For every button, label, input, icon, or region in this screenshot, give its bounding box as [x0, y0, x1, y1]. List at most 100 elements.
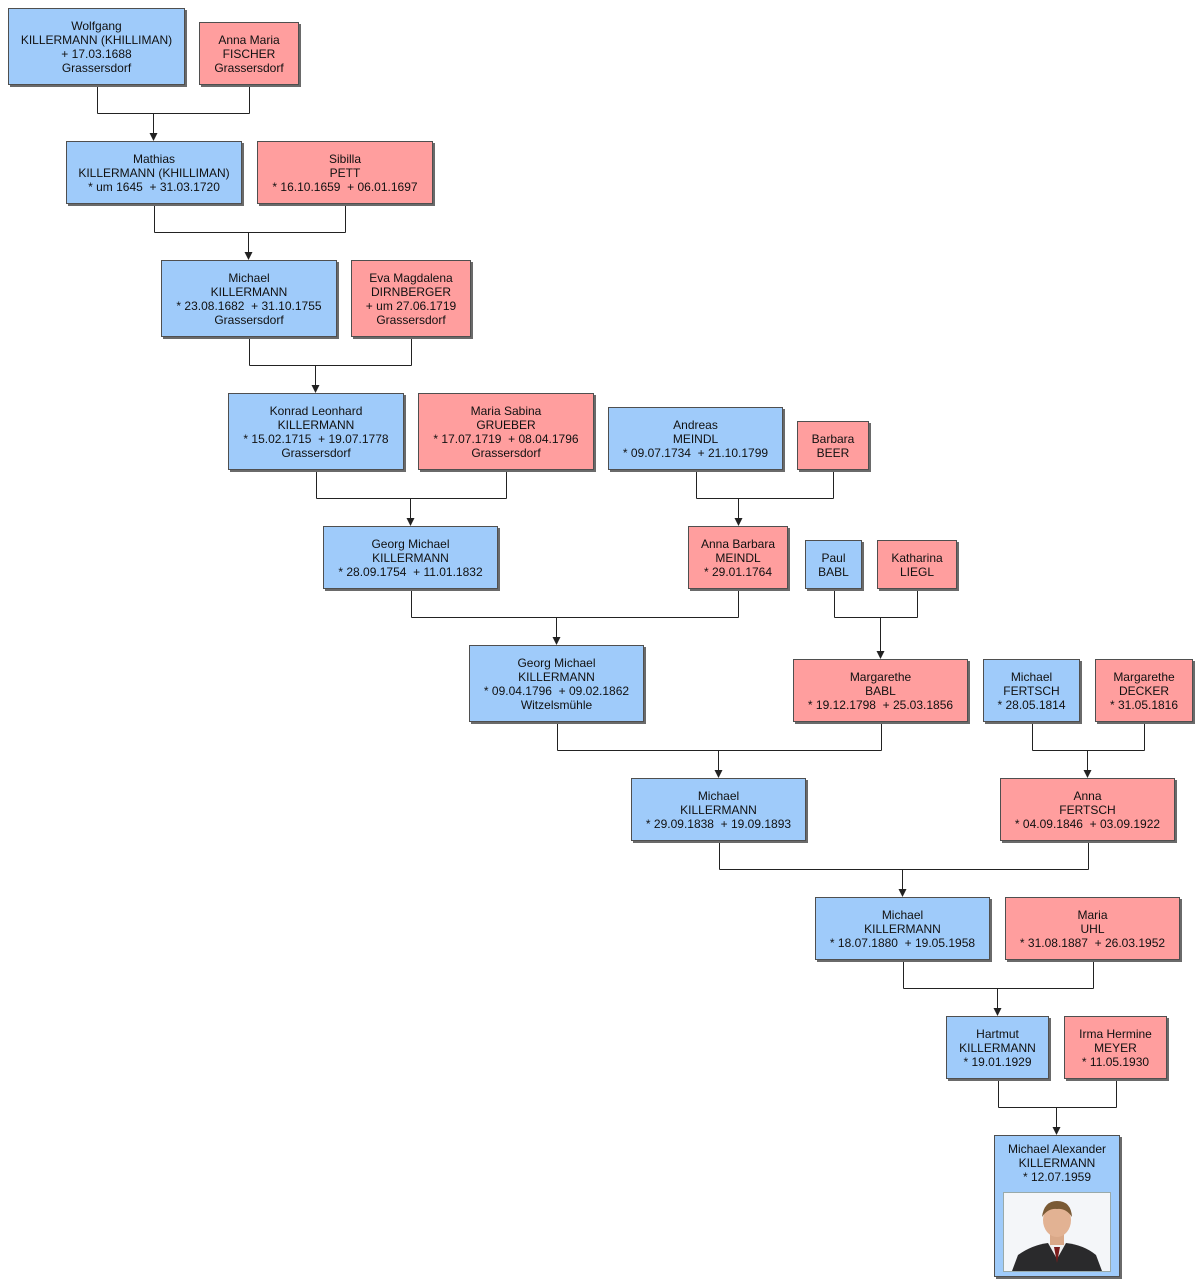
person-p1-line-1: KILLERMANN (KHILLIMAN) [20, 32, 173, 47]
person-p1-line-0: Wolfgang [71, 18, 122, 33]
arrow-head-0 [149, 133, 158, 141]
arrow-head-4 [734, 518, 743, 526]
person-p19-line-1: KILLERMANN [680, 802, 757, 817]
person-p19-line-0: Michael [697, 788, 740, 803]
person-p16-line-2: * 19.12.1798 + 25.03.1856 [807, 697, 954, 712]
person-p22-line-1: UHL [1080, 921, 1105, 936]
person-p1-line-3: Grassersdorf [61, 60, 132, 75]
person-p13-line-1: BABL [818, 564, 849, 579]
person-p23-line-2: * 19.01.1929 [963, 1054, 1032, 1069]
person-p18-line-0: Margarethe [1113, 669, 1175, 684]
person-p8-line-2: * 17.07.1719 + 08.04.1796 [433, 431, 579, 446]
person-p24-line-1: MEYER [1094, 1040, 1137, 1055]
person-p12-line-2: * 29.01.1764 [703, 564, 773, 579]
person-p19-line-2: * 29.09.1838 + 19.09.1893 [645, 816, 792, 831]
person-p12-line-0: Anna Barbara [700, 536, 776, 551]
person-p4-line-2: * 16.10.1659 + 06.01.1697 [272, 179, 418, 194]
person-p3-line-0: Mathias [132, 151, 176, 166]
person-p20-line-1: FERTSCH [1059, 802, 1116, 817]
person-p8-line-1: GRUEBER [476, 417, 536, 432]
arrow-head-9 [898, 889, 907, 897]
person-p1-line-2: + 17.03.1688 [61, 46, 132, 61]
person-p10-line-1: BEER [816, 445, 850, 460]
person-p20-line-2: * 04.09.1846 + 03.09.1922 [1014, 816, 1161, 831]
person-p11-line-1: KILLERMANN [372, 550, 449, 565]
person-p17-line-1: FERTSCH [1003, 683, 1060, 698]
person-p8-line-3: Grassersdorf [471, 445, 541, 460]
person-p24-line-0: Irma Hermine [1079, 1026, 1152, 1041]
arrow-head-7 [714, 770, 723, 778]
person-p9-line-2: * 09.07.1734 + 21.10.1799 [622, 445, 769, 460]
person-p16-line-1: BABL [865, 683, 896, 698]
person-p4-line-0: Sibilla [328, 151, 361, 166]
arrow-head-6 [876, 651, 885, 659]
person-p5-line-1: KILLERMANN [210, 284, 288, 299]
person-p3-line-1: KILLERMANN (KHILLIMAN) [78, 165, 230, 180]
person-p18-line-2: * 31.05.1816 [1109, 697, 1179, 712]
arrow-head-11 [1052, 1127, 1061, 1135]
person-p15-line-1: KILLERMANN [518, 669, 595, 684]
person-p14-line-1: LIEGL [899, 564, 935, 579]
arrow-head-1 [244, 252, 253, 260]
person-p11-line-0: Georg Michael [371, 536, 450, 551]
person-p25-line-0: Michael Alexander [1007, 1142, 1107, 1156]
person-p8-line-0: Maria Sabina [470, 403, 542, 418]
arrow-head-2 [311, 385, 320, 393]
person-p21-line-0: Michael [881, 907, 924, 922]
person-p22-line-2: * 31.08.1887 + 26.03.1952 [1019, 935, 1166, 950]
person-p15-line-2: * 09.04.1796 + 09.02.1862 [483, 683, 630, 698]
person-p11-line-2: * 28.09.1754 + 11.01.1832 [338, 564, 483, 579]
arrow-head-8 [1083, 770, 1092, 778]
person-p15-line-3: Witzelsmühle [520, 697, 593, 712]
person-p5-line-2: * 23.08.1682 + 31.10.1755 [176, 298, 322, 313]
person-p9-line-0: Andreas [673, 417, 718, 432]
person-p6-line-2: + um 27.06.1719 [365, 298, 457, 313]
arrow-head-10 [993, 1008, 1002, 1016]
person-p23-line-1: KILLERMANN [959, 1040, 1036, 1055]
portrait-photo [1003, 1192, 1111, 1272]
person-p14-line-0: Katharina [891, 550, 943, 565]
person-p5-line-3: Grassersdorf [214, 312, 284, 327]
person-p16-line-0: Margarethe [849, 669, 912, 684]
person-p2-line-0: Anna Maria [218, 32, 280, 47]
person-p13-line-0: Paul [821, 550, 846, 565]
person-p7-line-2: * 15.02.1715 + 19.07.1778 [243, 431, 389, 446]
person-p10-line-0: Barbara [811, 431, 855, 446]
person-p4-line-1: PETT [329, 165, 361, 180]
person-p20-line-0: Anna [1073, 788, 1102, 803]
person-p25-line-2: * 12.07.1959 [1022, 1170, 1092, 1184]
person-p6-line-1: DIRNBERGER [370, 284, 451, 299]
person-p24-line-2: * 11.05.1930 [1081, 1054, 1150, 1069]
person-p17-line-0: Michael [1010, 669, 1053, 684]
arrow-head-3 [406, 518, 415, 526]
person-p17-line-2: * 28.05.1814 [997, 697, 1066, 712]
person-p6-line-0: Eva Magdalena [369, 270, 453, 285]
